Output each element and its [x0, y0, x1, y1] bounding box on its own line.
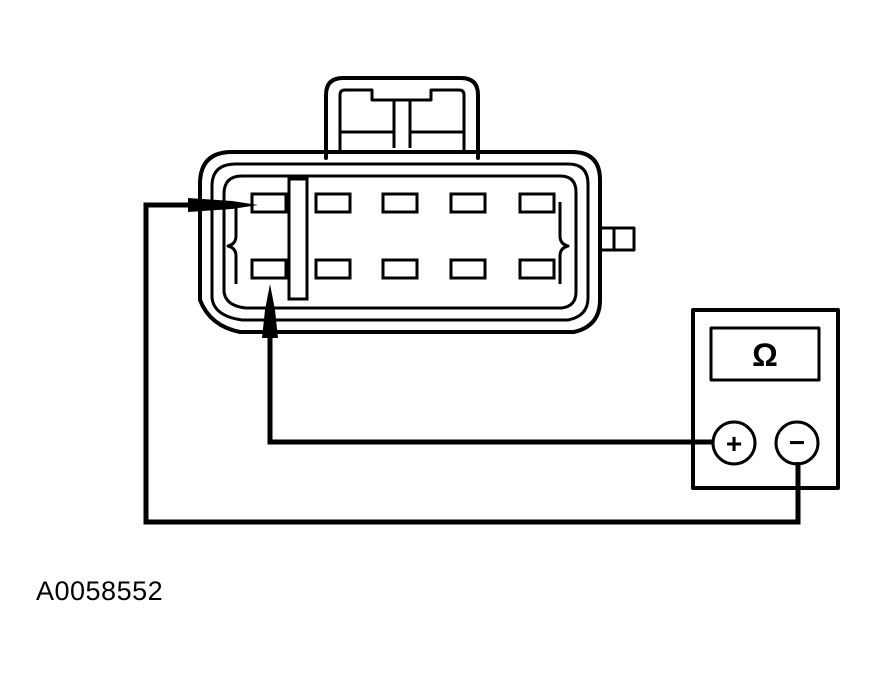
- positive-terminal: [711, 420, 757, 466]
- probe-tip-negative-icon: [188, 198, 258, 212]
- terminal-pin: [250, 258, 288, 280]
- figure-id: A0058552: [36, 576, 164, 606]
- terminal-pin: [381, 192, 419, 214]
- terminal-pin: [314, 192, 352, 214]
- connector-divider-bar: [287, 177, 309, 301]
- connector-locking-tab: [324, 76, 480, 160]
- negative-terminal: [774, 420, 820, 466]
- probe-lead-positive: [262, 284, 712, 445]
- probe-tip-positive-icon: [262, 284, 278, 338]
- ohmmeter: Ω + −: [691, 308, 840, 490]
- negative-terminal-label: −: [789, 427, 805, 458]
- connector-terminals: [250, 192, 556, 280]
- terminal-pin: [250, 192, 288, 214]
- terminal-pin: [518, 192, 556, 214]
- terminal-pin: [314, 258, 352, 280]
- positive-terminal-label: +: [726, 428, 742, 459]
- terminal-pin: [449, 192, 487, 214]
- connector-housing: [198, 150, 636, 334]
- connector-side-tab: [598, 226, 636, 252]
- ohm-symbol: Ω: [752, 337, 778, 373]
- ohmmeter-display: [709, 326, 821, 382]
- terminal-pin: [518, 258, 556, 280]
- terminal-pin: [449, 258, 487, 280]
- terminal-pin: [381, 258, 419, 280]
- ohmmeter-body: [691, 308, 840, 490]
- probe-lead-negative: [143, 198, 801, 525]
